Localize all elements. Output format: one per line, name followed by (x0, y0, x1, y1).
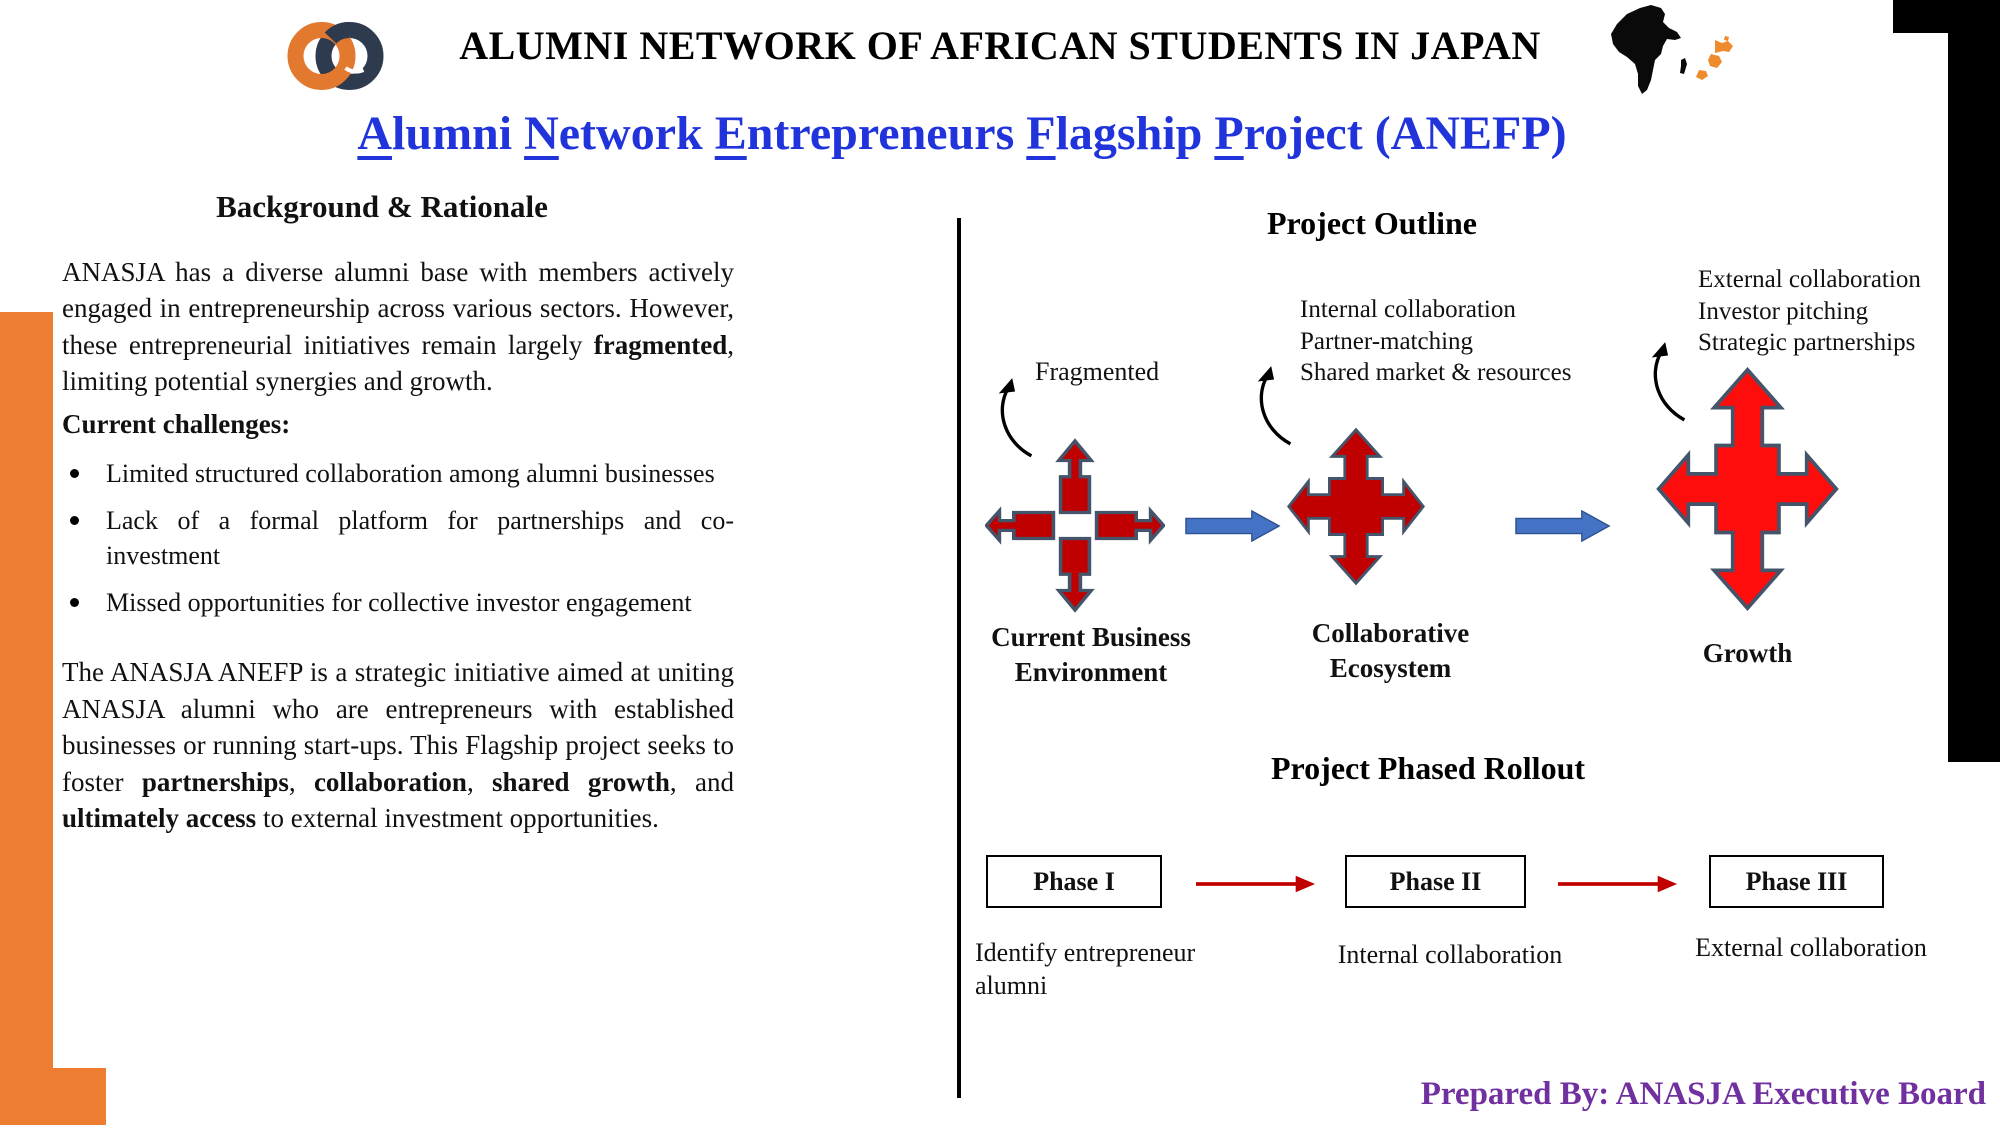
underlined-initial: E (714, 107, 747, 160)
text-segment: , (288, 766, 314, 797)
curved-annotation-arrow-3 (1646, 340, 1694, 422)
text-segment: shared growth (492, 766, 670, 797)
bullet-item: Missed opportunities for collective inve… (62, 585, 734, 620)
challenges-list: Limited structured collaboration among a… (62, 456, 734, 620)
text-segment: , and (669, 766, 734, 797)
connector-arrow-1 (1185, 510, 1281, 542)
column-divider (957, 218, 961, 1098)
fragmented-arrows-icon (985, 428, 1165, 623)
left-orange-bar (0, 312, 53, 1125)
stage1-label: Current Business Environment (991, 622, 1191, 687)
project-title: Alumni Network Entrepreneurs Flagship Pr… (357, 107, 1567, 160)
right-black-side-bar (1948, 0, 2000, 762)
text-segment: The ANASJA ANEFP is a strategic initiati… (62, 657, 734, 797)
phase1-box: Phase I (986, 855, 1162, 908)
text-segment: ultimately access (62, 803, 257, 834)
prepared-by-footer: Prepared By: ANASJA Executive Board (1420, 1076, 1986, 1112)
curved-annotation-arrow-2 (1252, 364, 1300, 446)
text-segment: to external investment opportunities. (256, 803, 659, 834)
four-way-arrow-icon (1286, 418, 1426, 595)
phase-arrow-1 (1196, 872, 1316, 896)
four-way-arrow-large-icon (1655, 366, 1840, 612)
initiative-paragraph: The ANASJA ANEFP is a strategic initiati… (62, 654, 734, 836)
text-segment: fragmented (593, 329, 728, 360)
underlined-initial: N (524, 107, 559, 160)
phase2-box: Phase II (1345, 855, 1526, 908)
background-rationale-panel: Background & Rationale ANASJA has a dive… (62, 186, 734, 837)
phase3-desc: External collaboration (1695, 933, 1927, 962)
project-outline-heading: Project Outline (1266, 205, 1477, 241)
bullet-item: Lack of a formal platform for partnershi… (62, 503, 734, 573)
africa-japan-map-icon (1595, 2, 1760, 102)
org-title: ALUMNI NETWORK OF AFRICAN STUDENTS IN JA… (459, 23, 1541, 68)
text-segment: ANASJA has a diverse alumni base with me… (62, 256, 734, 360)
phased-rollout-heading: Project Phased Rollout (1270, 750, 1586, 786)
phase2-desc: Internal collaboration (1337, 940, 1563, 969)
bullet-item: Limited structured collaboration among a… (62, 456, 734, 491)
phase3-box: Phase III (1709, 855, 1884, 908)
phase1-desc: Identify entrepreneur alumni (975, 938, 1196, 1001)
background-heading: Background & Rationale (216, 189, 548, 224)
stage1-annotation: Fragmented (1035, 357, 1160, 386)
underlined-initial: P (1214, 107, 1244, 160)
anasja-rings-logo-icon (283, 6, 388, 106)
underlined-initial: F (1026, 107, 1056, 160)
curved-annotation-arrow-1 (993, 376, 1041, 458)
background-paragraph: ANASJA has a diverse alumni base with me… (62, 254, 734, 400)
left-orange-bar-foot (0, 1068, 106, 1125)
stage3-label: Growth (1702, 638, 1793, 668)
stage2-label: Collaborative Ecosystem (1311, 618, 1470, 683)
phase-arrow-2 (1558, 872, 1678, 896)
underlined-initial: A (357, 107, 393, 160)
text-segment: , limiting potential synergies and growt… (62, 329, 734, 397)
connector-arrow-2 (1515, 510, 1611, 542)
text-segment: collaboration (313, 766, 467, 797)
text-segment: partnerships (141, 766, 289, 797)
text-segment: , (466, 766, 493, 797)
challenges-heading: Current challenges: (62, 408, 291, 439)
